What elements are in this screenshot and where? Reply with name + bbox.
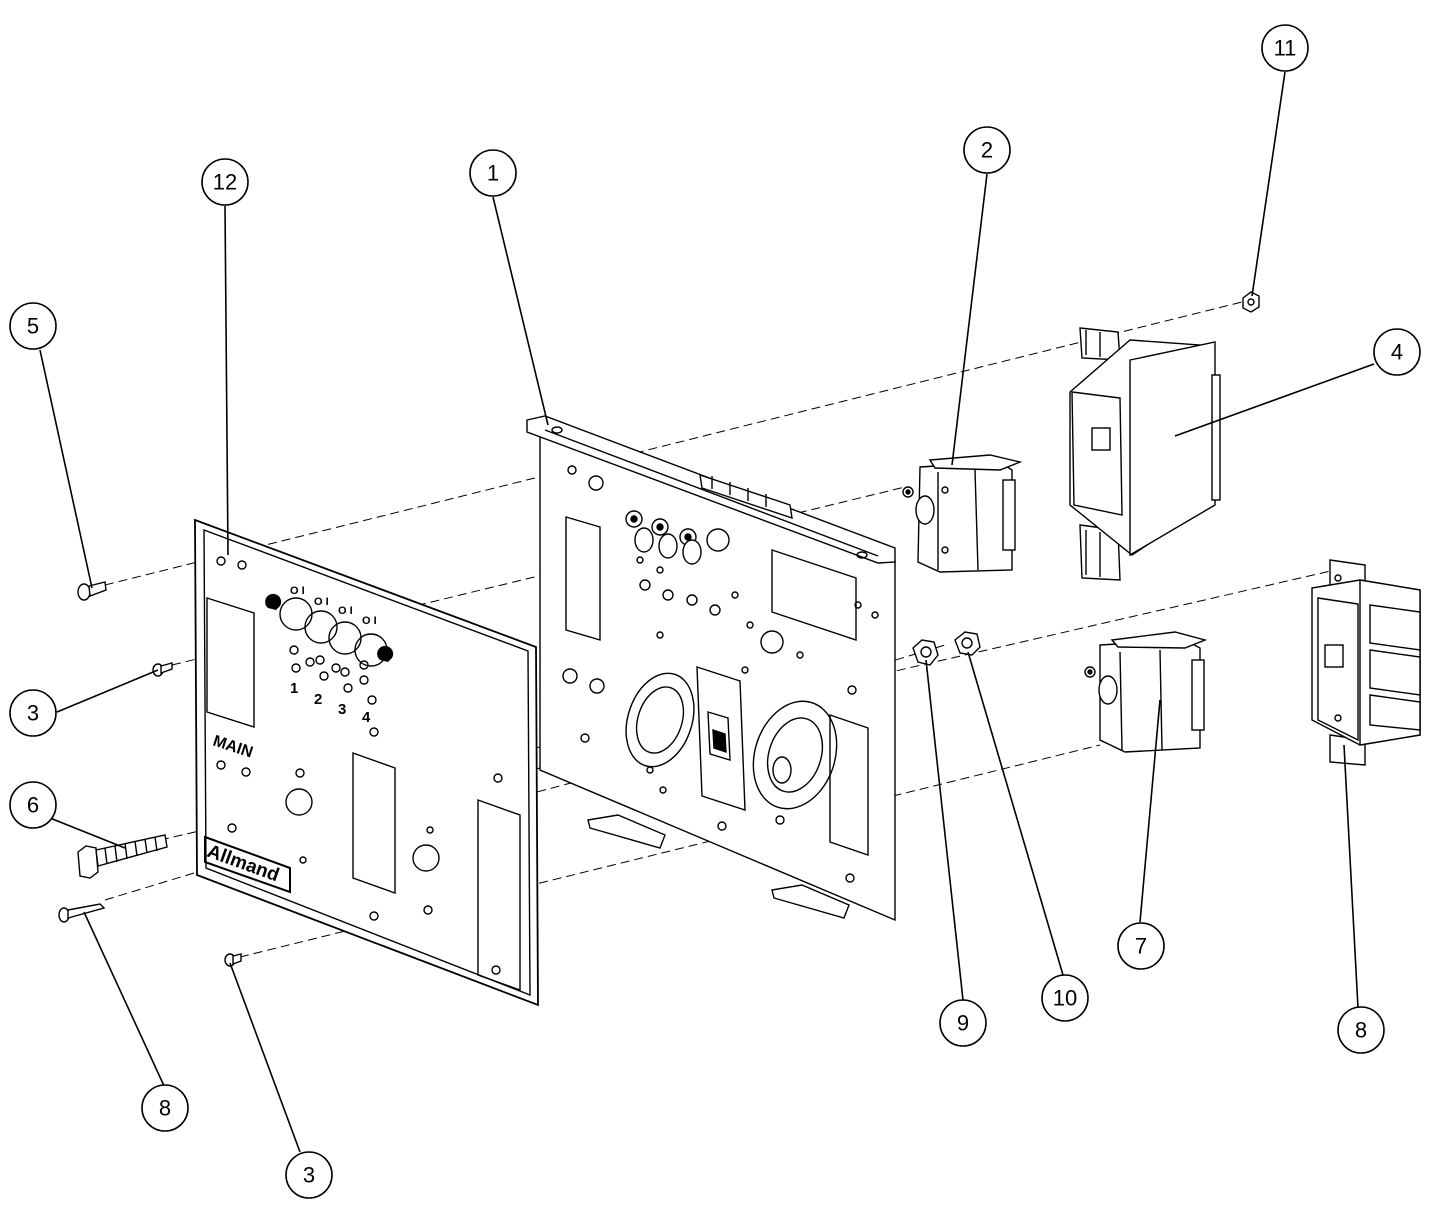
screw-3-lower [224,953,242,967]
callout-2: 2 [981,138,993,163]
nut-10 [954,631,981,656]
toggle-mark-3: O I [338,605,353,617]
toggle-mark-1: O I [290,585,305,597]
bolt-6 [77,834,168,879]
callout-3-upper: 3 [27,701,39,726]
switch-number-3: 3 [338,701,346,718]
nut-11 [1242,291,1260,313]
callout-numbers: 1 2 3 3 4 5 6 7 8 8 9 10 11 12 [27,36,1403,1188]
callout-10: 10 [1053,986,1077,1011]
callout-7: 7 [1135,934,1147,959]
faceplate [194,518,539,1007]
callout-3-lower: 3 [303,1163,315,1188]
callout-5: 5 [27,314,39,339]
callout-balloons [9,24,1421,1199]
callout-8-right: 8 [1355,1018,1367,1043]
breaker-top [902,454,1023,573]
nut-9 [912,639,939,666]
callout-9: 9 [957,1011,969,1036]
breaker-bottom [1084,631,1208,753]
screw-5 [77,581,107,601]
mounting-panel [526,415,896,922]
toggle-mark-2: O I [314,596,329,608]
lock-icon-right [377,645,394,662]
callout-6: 6 [27,793,39,818]
switch-number-4: 4 [362,709,371,726]
lock-icon-left [265,593,282,610]
callout-4: 4 [1391,340,1403,365]
toggle-mark-4: O I [362,615,377,627]
switch-number-2: 2 [314,691,322,708]
callout-8-left: 8 [159,1096,171,1121]
callout-12: 12 [213,170,237,195]
gfci-receptacle [1311,559,1421,766]
leader-lines [39,71,1375,1153]
switch-number-1: 1 [290,680,298,697]
screw-3-upper [152,662,173,677]
main-breaker [1069,327,1221,581]
callout-11: 11 [1274,36,1297,61]
callout-1: 1 [487,161,499,186]
screw-8-left [58,903,106,923]
